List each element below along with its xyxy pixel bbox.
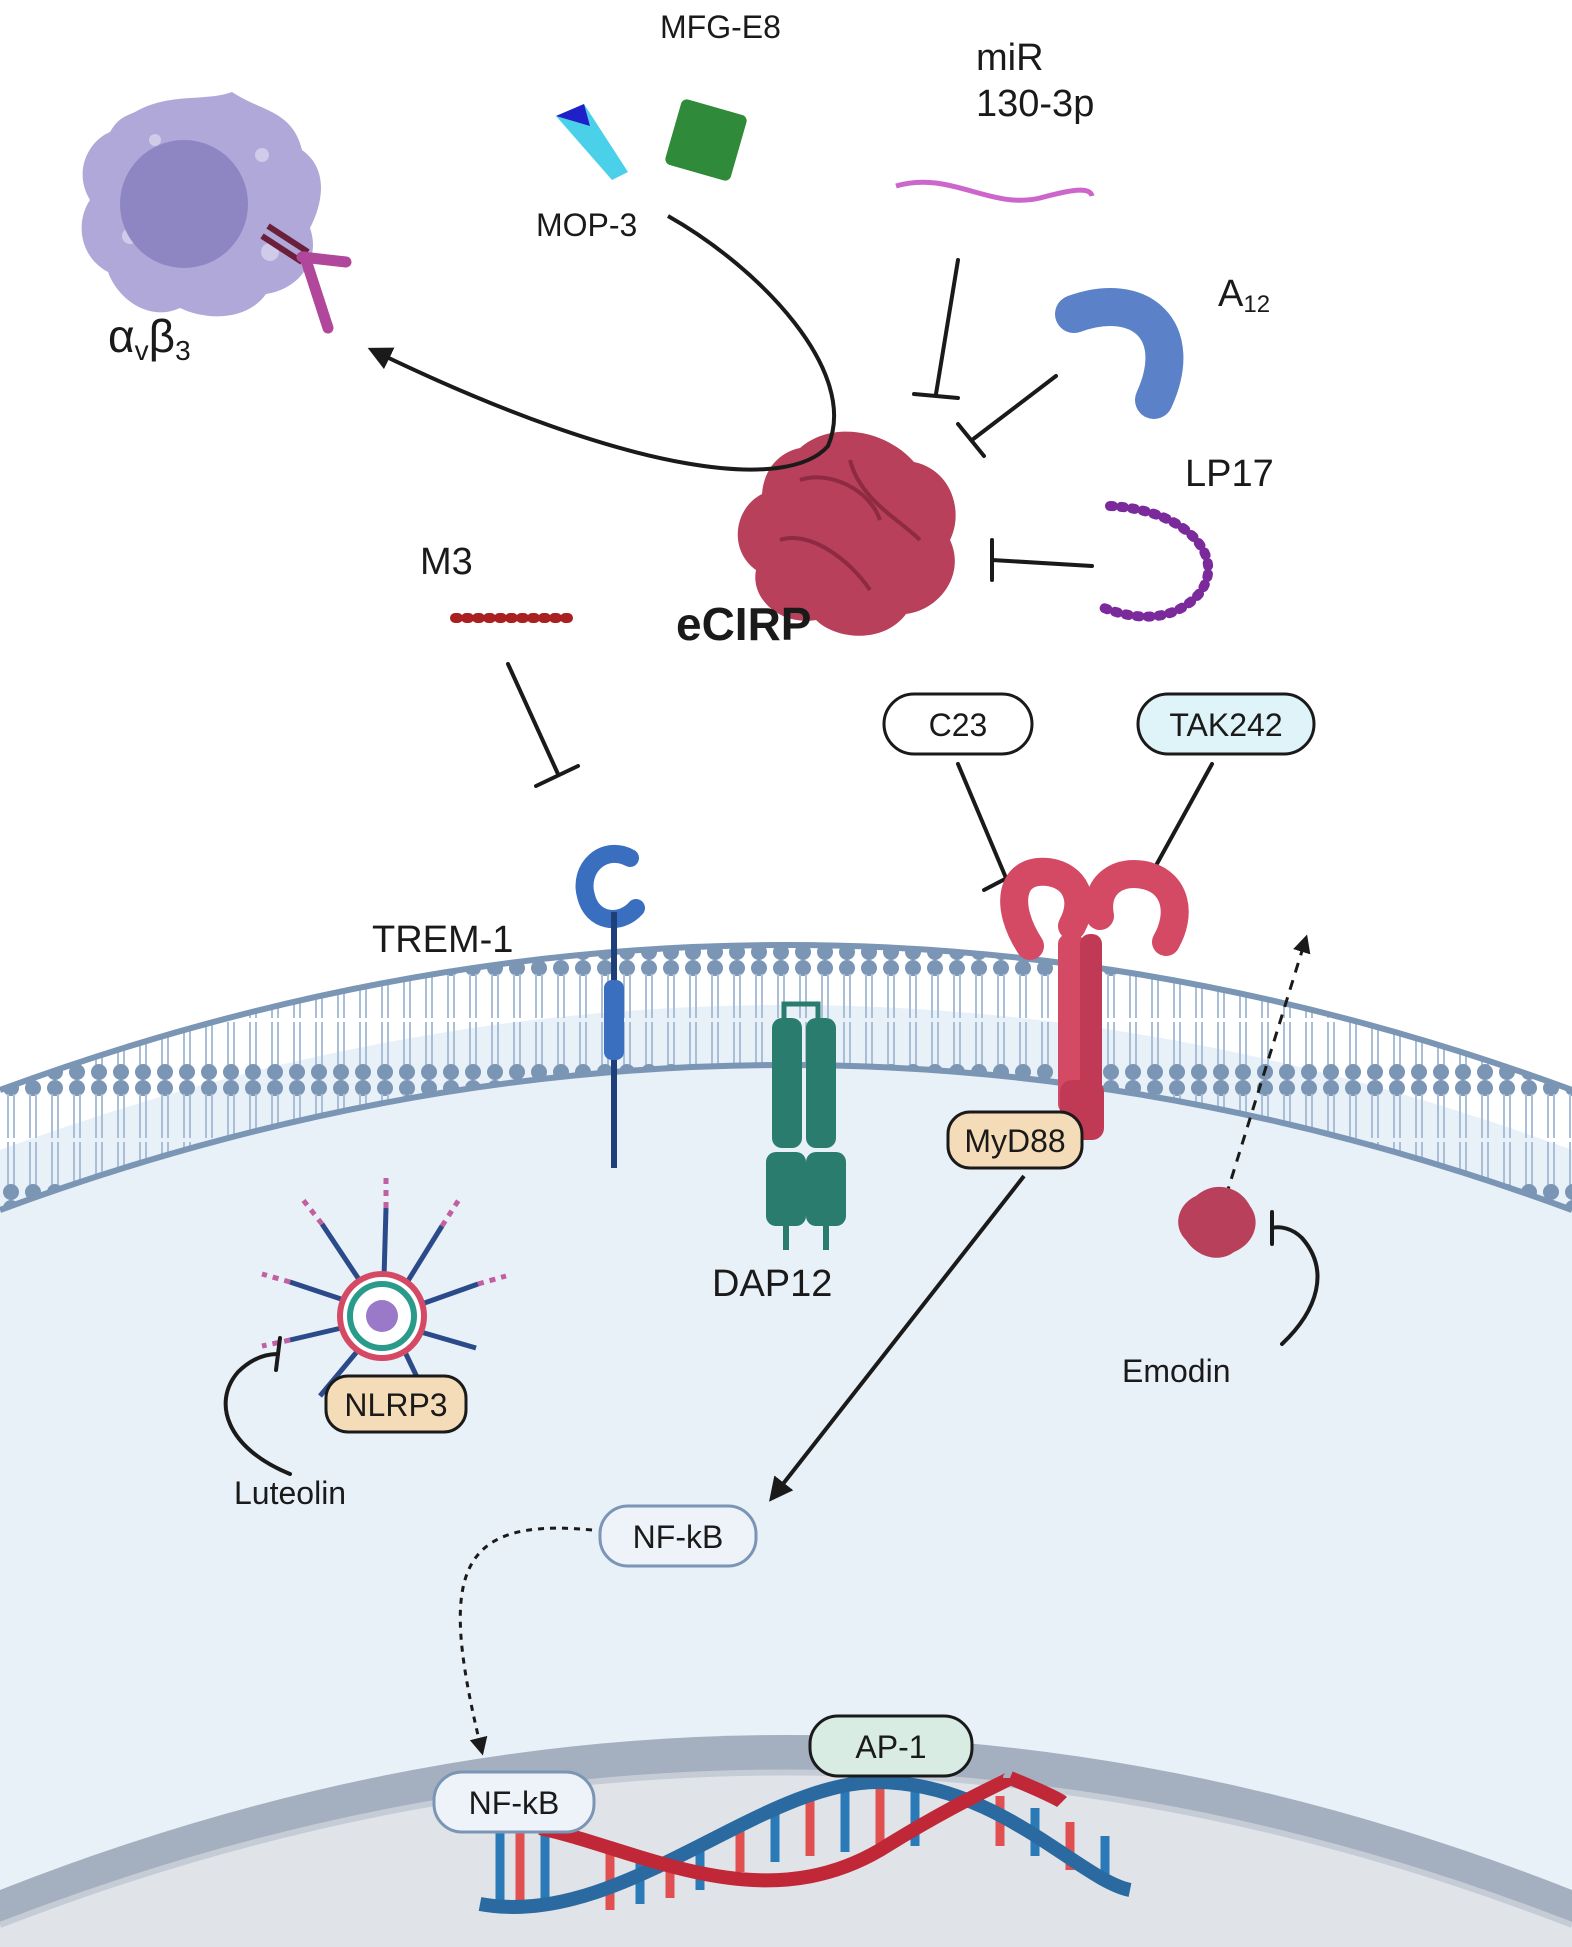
mir-strand	[895, 179, 1095, 203]
mfge8-group: MFG-E8 MOP-3	[536, 9, 781, 243]
label-dap12: DAP12	[712, 1263, 832, 1305]
inhibitor-mir	[912, 258, 960, 400]
mfge8-shape	[665, 99, 747, 181]
ecirp-group: eCIRP	[676, 431, 956, 650]
arrow-myd88-to-nfkb	[769, 1174, 1026, 1502]
emodin-group: Emodin	[1122, 1210, 1320, 1389]
label-lp17: LP17	[1185, 453, 1274, 495]
label-avb3: αvβ3	[108, 310, 191, 366]
nucleus	[0, 1735, 1572, 1947]
label-mfge8: MFG-E8	[660, 9, 781, 45]
svg-text:NLRP3: NLRP3	[344, 1387, 447, 1423]
label-a12: A12	[1218, 273, 1270, 318]
dap12-dimer: DAP12	[712, 1001, 846, 1305]
pill-nlrp3	[324, 1374, 468, 1434]
lp17-group: LP17	[1099, 453, 1274, 622]
label-mir: miR	[976, 37, 1044, 79]
macrophage: αvβ3	[81, 92, 352, 366]
lp17-chain	[1099, 501, 1214, 622]
svg-text:NF-kB: NF-kB	[469, 1785, 560, 1821]
arrow-nfkb-translocation	[458, 1526, 593, 1756]
svg-text:C23: C23	[929, 707, 988, 743]
label-emodin: Emodin	[1122, 1353, 1231, 1389]
nucleoplasm	[0, 1772, 1572, 1947]
dna-helix	[478, 1771, 1132, 1914]
svg-text:AP-1: AP-1	[855, 1729, 926, 1765]
svg-text:NF-kB: NF-kB	[633, 1519, 724, 1555]
integrin-receptor	[260, 223, 352, 334]
pill-c23: C23	[882, 692, 1034, 756]
label-trem1: TREM-1	[372, 919, 513, 961]
ecirp-intracellular	[1178, 1186, 1256, 1258]
pill-tak242: TAK242	[1136, 692, 1316, 756]
m3-group: M3	[420, 541, 573, 623]
inhibitor-m3	[506, 662, 580, 788]
pill-nfkb-nucleus: NF-kB	[432, 1770, 596, 1834]
pill-ap1: AP-1	[808, 1714, 974, 1778]
label-mir-number: 130-3p	[976, 83, 1094, 125]
arrow-ecirp-to-integrin	[367, 214, 836, 472]
arrow-ecirp-release	[1224, 934, 1311, 1197]
trem1-receptor: TREM-1	[372, 844, 645, 1168]
trem1-head	[575, 844, 645, 928]
macrophage-nucleus	[120, 140, 248, 268]
luteolin-group: Luteolin	[223, 1336, 346, 1511]
inhibitor-lp17	[990, 538, 1094, 582]
nlrp3-inflammasome: NLRP3	[261, 1178, 507, 1434]
label-luteolin: Luteolin	[234, 1475, 346, 1511]
mir-group: miR 130-3p	[895, 37, 1095, 203]
label-mop3: MOP-3	[536, 207, 637, 243]
mop3-tip	[556, 104, 590, 126]
tlr4-receptor	[1000, 857, 1189, 1140]
mop3-shape	[556, 104, 628, 180]
a12-shape	[1055, 288, 1184, 419]
svg-text:TAK242: TAK242	[1169, 707, 1282, 743]
pill-myd88: MyD88	[946, 1110, 1084, 1170]
label-m3: M3	[420, 541, 473, 583]
inhibitor-a12	[956, 374, 1058, 458]
label-ecirp: eCIRP	[676, 598, 811, 650]
pill-nfkb-cytoplasm: NF-kB	[598, 1504, 758, 1568]
a12-group: A12	[1055, 273, 1270, 419]
cell-membrane	[0, 945, 1572, 1210]
svg-text:MyD88: MyD88	[964, 1123, 1065, 1159]
membrane-outer-edge	[0, 942, 1572, 1093]
ecirp-blob	[737, 431, 956, 636]
